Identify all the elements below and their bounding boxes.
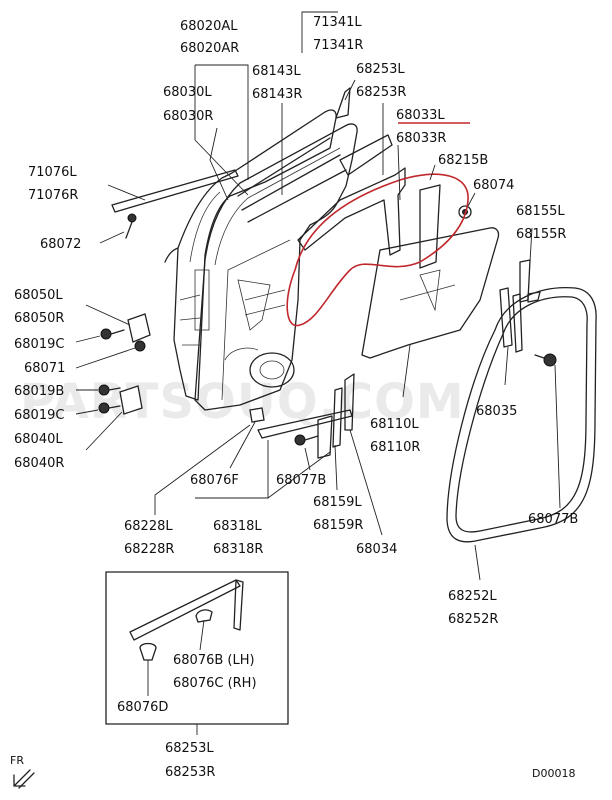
bolt-68019C-lower[interactable] xyxy=(98,402,121,414)
label-fr: FR xyxy=(10,754,24,767)
label-68033R: 68033R xyxy=(396,131,446,146)
label-68040L: 68040L xyxy=(14,432,63,447)
hinge-lower[interactable] xyxy=(119,385,143,415)
label-68030L: 68030L xyxy=(163,85,212,100)
label-68076F: 68076F xyxy=(190,473,239,488)
bolt-68019C-upper[interactable] xyxy=(100,328,125,340)
label-68050R: 68050R xyxy=(14,311,64,326)
label-68034: 68034 xyxy=(356,542,397,557)
bracket-68215B[interactable] xyxy=(419,184,441,269)
division-bar-top[interactable] xyxy=(339,134,393,176)
window-glass[interactable] xyxy=(361,227,500,359)
leader-lines xyxy=(75,11,561,735)
label-68228R: 68228R xyxy=(124,542,174,557)
label-68074: 68074 xyxy=(473,178,514,193)
label-68110R: 68110R xyxy=(370,440,420,455)
label-68253L-top: 68253L xyxy=(356,62,405,77)
label-68155R: 68155R xyxy=(516,227,566,242)
outer-belt-molding[interactable] xyxy=(111,169,239,213)
label-68077B-right: 68077B xyxy=(528,512,578,527)
label-68076B: 68076B (LH) xyxy=(173,653,255,668)
label-68020AL: 68020AL xyxy=(180,19,238,34)
belt-molding-71341[interactable] xyxy=(335,87,351,119)
label-68020AR: 68020AR xyxy=(180,41,239,56)
label-71341L: 71341L xyxy=(313,15,362,30)
door-weatherstrip-68033[interactable] xyxy=(297,167,406,256)
label-68252L: 68252L xyxy=(448,589,497,604)
door-outer-panel[interactable] xyxy=(164,109,337,401)
label-68035: 68035 xyxy=(476,404,517,419)
bolt-68077B-right[interactable] xyxy=(534,353,557,367)
label-68019C-lower: 68019C xyxy=(14,408,64,423)
glass-run-channel[interactable] xyxy=(237,137,347,223)
channel-68159[interactable] xyxy=(317,415,333,459)
diagram-code: D00018 xyxy=(532,767,575,780)
bolt-68077B-left[interactable] xyxy=(294,434,319,446)
label-68071: 68071 xyxy=(24,361,65,376)
inset-division-bar[interactable] xyxy=(129,579,244,641)
label-68228L: 68228L xyxy=(124,519,173,534)
label-68076D: 68076D xyxy=(117,700,168,715)
hinge-upper[interactable] xyxy=(127,313,151,352)
highlight-mark xyxy=(286,173,469,327)
label-68318L: 68318L xyxy=(213,519,262,534)
sash-68318[interactable] xyxy=(332,387,343,448)
label-68253R-top: 68253R xyxy=(356,85,406,100)
label-68040R: 68040R xyxy=(14,456,64,471)
inset-clip-68076D[interactable] xyxy=(139,642,157,661)
label-68143L: 68143L xyxy=(252,64,301,79)
channel-68035[interactable] xyxy=(499,287,513,348)
inset-clip-68076B[interactable] xyxy=(195,609,213,623)
label-71341R: 71341R xyxy=(313,38,363,53)
label-71076L: 71076L xyxy=(28,165,77,180)
clip-68076F[interactable] xyxy=(249,407,265,423)
label-68318R: 68318R xyxy=(213,542,263,557)
label-68252R: 68252R xyxy=(448,612,498,627)
label-68159R: 68159R xyxy=(313,518,363,533)
screw-68072[interactable] xyxy=(125,213,137,239)
label-68155L: 68155L xyxy=(516,204,565,219)
watermark-text: PARTSOUQ.COM xyxy=(20,374,465,430)
label-68143R: 68143R xyxy=(252,87,302,102)
label-68019B: 68019B xyxy=(14,384,64,399)
label-68050L: 68050L xyxy=(14,288,63,303)
label-68019C-upper: 68019C xyxy=(14,337,64,352)
label-68110L: 68110L xyxy=(370,417,419,432)
front-direction-arrow xyxy=(13,769,35,789)
label-68072: 68072 xyxy=(40,237,81,252)
door-inner-frame[interactable] xyxy=(179,123,358,411)
label-68033L: 68033L xyxy=(396,108,445,123)
label-68077B-left: 68077B xyxy=(276,473,326,488)
strip-68034[interactable] xyxy=(344,373,355,431)
label-68076C: 68076C (RH) xyxy=(173,676,257,691)
label-71076R: 71076R xyxy=(28,188,78,203)
body-weatherstrip-68252[interactable] xyxy=(446,286,597,543)
label-68253R-bottom: 68253R xyxy=(165,765,215,780)
label-68030R: 68030R xyxy=(163,109,213,124)
label-68215B: 68215B xyxy=(438,153,488,168)
bolt-68019B[interactable] xyxy=(98,384,121,396)
label-68159L: 68159L xyxy=(313,495,362,510)
label-68253L-bottom: 68253L xyxy=(165,741,214,756)
